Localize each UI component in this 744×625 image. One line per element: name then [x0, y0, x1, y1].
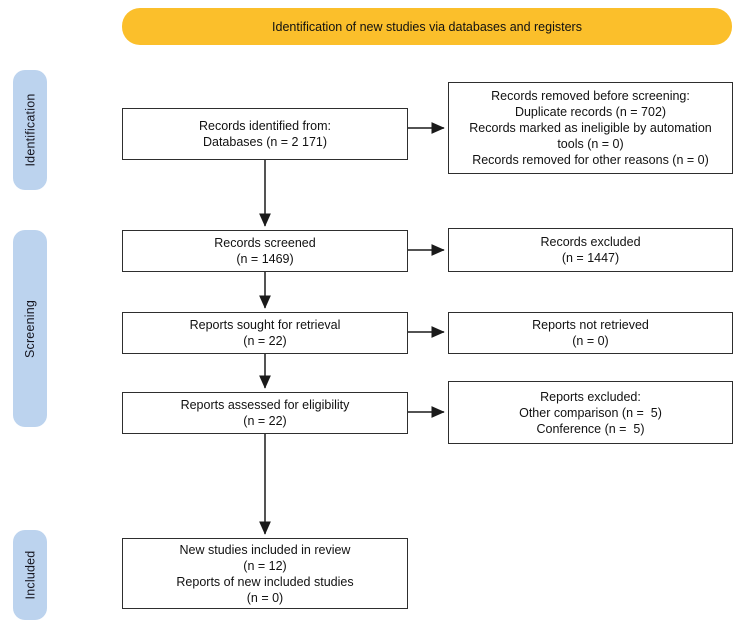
box-line: (n = 12) — [243, 558, 287, 573]
box-line: Reports not retrieved — [532, 318, 649, 332]
stage-tab-label: Included — [23, 550, 37, 600]
box-line: Reports assessed for eligibility — [180, 398, 350, 412]
box-reports-excluded: Reports excluded: Other comparison (n = … — [448, 381, 733, 444]
stage-tab-screening: Screening — [13, 230, 47, 427]
box-line: New studies included in review — [179, 542, 351, 557]
box-line: Records excluded — [540, 235, 641, 249]
box-line: (n = 1469) — [236, 252, 294, 266]
box-line: (n = 1447) — [561, 251, 620, 265]
box-line: Records screened — [214, 236, 316, 250]
box-line: Databases (n = 2 171) — [202, 135, 328, 149]
box-line: (n = 0) — [246, 590, 284, 605]
box-line: Records identified from: — [198, 119, 331, 133]
box-line: (n = 22) — [243, 414, 287, 428]
box-reports-assessed: Reports assessed for eligibility (n = 22… — [122, 392, 408, 434]
box-reports-sought: Reports sought for retrieval (n = 22) — [122, 312, 408, 354]
box-line: Conference (n = 5) — [536, 421, 645, 436]
stage-tab-label: Screening — [23, 299, 37, 358]
stage-tab-included: Included — [13, 530, 47, 620]
box-records-removed: Records removed before screening: Duplic… — [448, 82, 733, 174]
box-line: Records removed before screening: — [491, 89, 690, 103]
box-line: Records marked as ineligible by automati… — [469, 121, 716, 151]
box-line: Records removed for other reasons (n = 0… — [472, 153, 709, 167]
box-records-identified: Records identified from: Databases (n = … — [122, 108, 408, 160]
box-line: Duplicate records (n = 702) — [514, 105, 667, 119]
box-line: Other comparison (n = 5) — [519, 405, 662, 420]
stage-tab-identification: Identification — [13, 70, 47, 190]
banner: Identification of new studies via databa… — [122, 8, 732, 45]
banner-label: Identification of new studies via databa… — [272, 19, 582, 34]
stage-tab-label: Identification — [23, 93, 38, 167]
box-included-studies: New studies included in review (n = 12) … — [122, 538, 408, 609]
box-line: Reports excluded: — [540, 389, 641, 404]
box-line: Reports sought for retrieval — [189, 318, 341, 332]
box-line: (n = 0) — [572, 334, 609, 348]
box-records-excluded: Records excluded (n = 1447) — [448, 228, 733, 272]
box-reports-not-retrieved: Reports not retrieved (n = 0) — [448, 312, 733, 354]
box-line: (n = 22) — [243, 334, 287, 348]
box-line: Reports of new included studies — [176, 574, 354, 589]
box-records-screened: Records screened (n = 1469) — [122, 230, 408, 272]
